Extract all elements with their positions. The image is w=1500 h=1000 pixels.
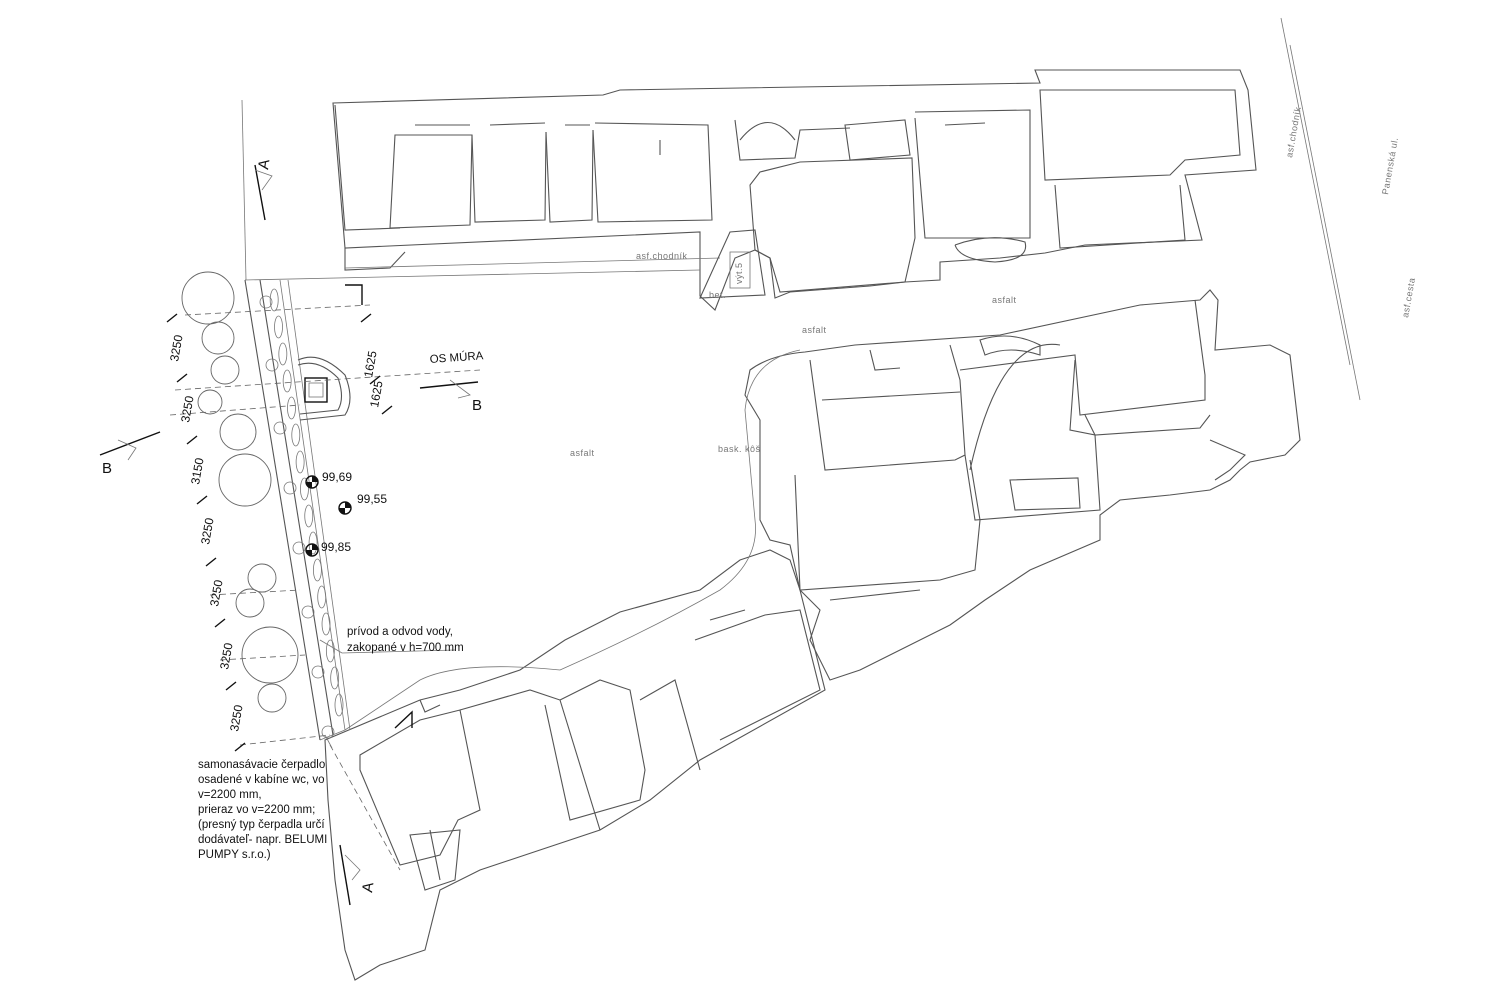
shrub-5 xyxy=(291,423,301,447)
shrub-9 xyxy=(308,531,318,555)
planting-strip xyxy=(244,279,351,741)
wall-axis-line xyxy=(169,304,481,871)
surface-asfalt-3: asfalt xyxy=(802,325,827,335)
surface-asf-chodnik-2: asf.chodník xyxy=(1284,106,1303,158)
text-labels: A A B B OS MÚRA 3250 3250 3150 3250 3250… xyxy=(102,106,1417,894)
elevation-markers xyxy=(305,475,352,557)
shrub-14 xyxy=(330,666,340,690)
dim-pavilion-1: 1625 xyxy=(361,349,379,378)
dim-tick-2 xyxy=(186,435,198,445)
strip-tree-3 xyxy=(283,481,297,495)
dim-tick-9 xyxy=(369,375,381,385)
tree-7 xyxy=(235,588,265,618)
shrub-12 xyxy=(321,612,331,636)
dim-tree-2: 3250 xyxy=(178,394,196,423)
strip-tree-0 xyxy=(259,295,273,309)
tree-8 xyxy=(241,626,299,684)
pump-note-line-6: dodávateľ- napr. BELUMI xyxy=(198,834,327,846)
tree-0 xyxy=(181,271,235,325)
shrub-3 xyxy=(282,369,292,393)
dim-tick-5 xyxy=(214,618,226,628)
dim-tick-7 xyxy=(234,742,246,752)
dim-tree-7: 3250 xyxy=(227,703,245,732)
strip-tree-7 xyxy=(321,725,335,739)
tree-9 xyxy=(257,683,287,713)
section-b-left-label: B xyxy=(102,460,112,477)
leader-lines xyxy=(319,639,456,749)
tree-2 xyxy=(210,355,240,385)
dim-tick-0 xyxy=(166,313,178,323)
shrub-2 xyxy=(278,342,288,366)
surface-asfalt-2: asfalt xyxy=(992,295,1017,305)
shrub-7 xyxy=(300,477,309,501)
pump-note-line-3: v=2200 mm, xyxy=(198,789,262,801)
elevation-1: 99,69 xyxy=(322,470,352,484)
dim-tick-3 xyxy=(196,495,208,505)
dim-tree-4: 3250 xyxy=(198,516,216,545)
strip-shrubs xyxy=(259,288,344,739)
strip-tree-2 xyxy=(273,421,287,435)
elevation-2: 99,55 xyxy=(357,492,387,506)
dim-tick-6 xyxy=(225,681,237,691)
shrub-13 xyxy=(325,639,335,663)
surface-bet: bet. xyxy=(709,290,726,300)
east-building xyxy=(744,289,1301,681)
tree-1 xyxy=(201,321,235,355)
tree-3 xyxy=(197,389,223,415)
dimension-ticks xyxy=(166,313,393,752)
concrete-block xyxy=(699,229,766,299)
wall-axis-label: OS MÚRA xyxy=(429,349,484,366)
south-building xyxy=(324,549,826,981)
tree-6 xyxy=(247,563,277,593)
water-note-line-1: prívod a odvod vody, xyxy=(347,626,453,638)
elevation-3: 99,85 xyxy=(321,540,351,554)
dim-tree-6: 3250 xyxy=(217,641,235,670)
shrub-4 xyxy=(287,396,296,420)
dim-tick-8 xyxy=(360,313,372,323)
surface-asf-cesta: asf.cesta xyxy=(1400,277,1417,319)
street-panenska: Panenská ul. xyxy=(1380,136,1400,195)
dim-tree-1: 3250 xyxy=(167,333,185,362)
dim-tick-1 xyxy=(176,373,188,383)
strip-tree-1 xyxy=(265,358,279,372)
shrub-1 xyxy=(274,315,283,339)
pump-note-line-5: (presný typ čerpadla určí xyxy=(198,819,325,831)
shrub-10 xyxy=(312,558,322,582)
north-building xyxy=(332,69,1257,311)
section-a-bottom-label: A xyxy=(359,881,377,893)
shrub-6 xyxy=(295,450,305,474)
strip-tree-4 xyxy=(292,541,306,555)
dim-tree-3: 3150 xyxy=(188,456,206,485)
pavilion xyxy=(297,356,351,421)
surface-asfalt-1: asfalt xyxy=(570,448,595,458)
street-lines xyxy=(241,17,1361,401)
strip-tree-6 xyxy=(311,665,325,679)
section-markers xyxy=(99,164,479,906)
dim-tick-10 xyxy=(381,405,393,415)
section-b-right-label: B xyxy=(472,397,482,414)
pump-note-line-2: osadené v kabíne wc, vo xyxy=(198,774,325,786)
shrub-11 xyxy=(317,585,327,609)
courtyard-boundary xyxy=(244,269,801,741)
trees-row xyxy=(181,271,299,713)
shrub-8 xyxy=(304,504,314,528)
surface-asf-chodnik-1: asf.chodník xyxy=(636,251,688,261)
tree-4 xyxy=(219,413,257,451)
surface-vyt: výt.5 xyxy=(734,262,744,284)
shrub-0 xyxy=(269,288,279,312)
pump-note-line-1: samonasávacie čerpadlo xyxy=(198,759,325,771)
section-a-top-label: A xyxy=(255,158,273,170)
pump-note-line-4: prieraz vo v=2200 mm; xyxy=(198,804,315,816)
strip-tree-5 xyxy=(301,605,315,619)
dim-tree-5: 3250 xyxy=(207,578,225,607)
tree-5 xyxy=(218,453,272,507)
pump-note-line-7: PUMPY s.r.o.) xyxy=(198,849,271,861)
surface-bask-kos: bask. kôš xyxy=(718,444,761,454)
dim-pavilion-2: 1625 xyxy=(367,379,385,408)
water-note-line-2: zakopané v h=700 mm xyxy=(347,642,464,654)
dim-tick-4 xyxy=(205,557,217,567)
shrub-15 xyxy=(334,693,344,717)
